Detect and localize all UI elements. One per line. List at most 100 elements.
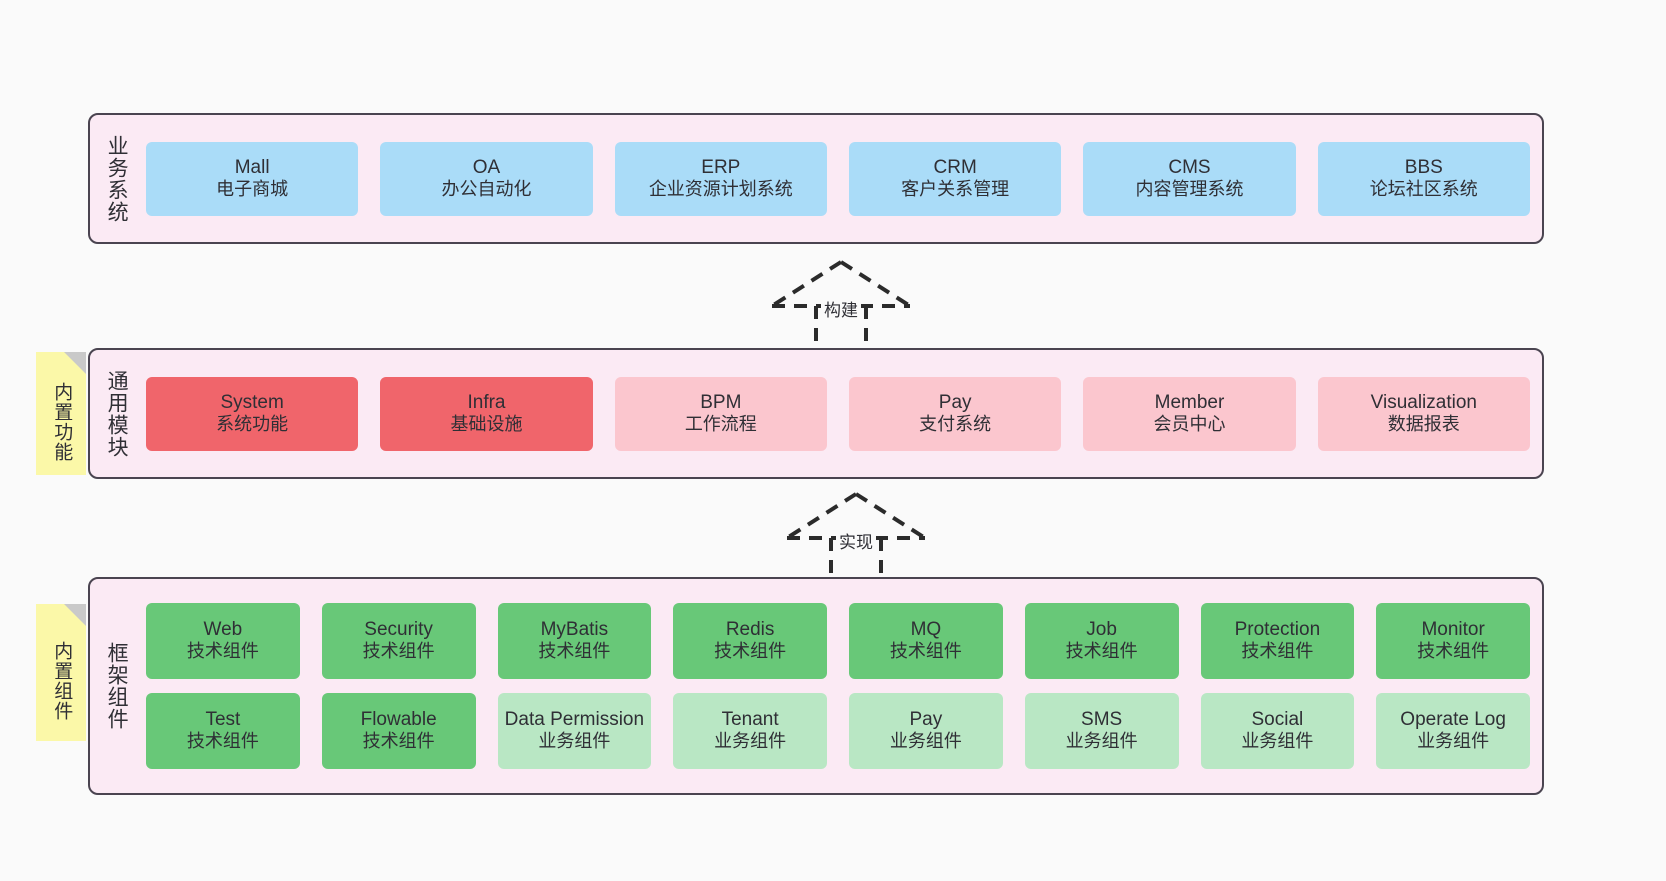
node-subtitle: 工作流程 [684,413,757,434]
node-subtitle: 系统功能 [216,413,289,434]
node-bbs[interactable]: BBS 论坛社区系统 [1317,141,1530,216]
node-subtitle: 基础设施 [450,413,523,434]
node-subtitle: 技术组件 [889,641,962,662]
node-member[interactable]: Member 会员中心 [1083,376,1296,451]
node-row: Mall 电子商城 OA 办公自动化 ERP 企业资源计划系统 CRM 客户关系… [146,141,1530,216]
node-subtitle: 业务组件 [1241,731,1314,752]
connector-implement: 实现 [771,490,941,584]
node-visualization[interactable]: Visualization 数据报表 [1317,376,1530,451]
node-title: BBS [1404,156,1443,178]
node-social[interactable]: Social 业务组件 [1200,693,1355,769]
connector-build: 构建 [756,258,926,352]
node-title: Operate Log [1400,709,1506,730]
node-title: Protection [1234,619,1321,640]
node-title: Tenant [721,709,779,730]
layer-title-common-modules: 通用模块 [105,369,129,458]
node-subtitle: 技术组件 [714,641,787,662]
node-title: Web [203,619,243,640]
node-subtitle: 数据报表 [1387,413,1460,434]
node-mybatis[interactable]: MyBatis 技术组件 [497,603,652,679]
layer-title-framework-components: 框架组件 [105,642,129,730]
layer-framework-components: 框架组件 Web 技术组件 Security 技术组件 MyBatis 技术组件… [88,577,1544,795]
node-row: Test 技术组件 Flowable 技术组件 Data Permission … [146,693,1530,769]
node-title: SMS [1081,709,1123,730]
node-tenant[interactable]: Tenant 业务组件 [673,693,827,769]
node-title: Test [205,709,241,730]
node-row: Web 技术组件 Security 技术组件 MyBatis 技术组件 Redi… [146,603,1530,679]
node-title: Security [364,619,433,640]
node-subtitle: 电子商城 [216,178,289,199]
node-title: Member [1154,391,1225,413]
node-subtitle: 论坛社区系统 [1369,178,1478,199]
node-subtitle: 企业资源计划系统 [648,178,793,199]
sticky-note-builtin-components: 内置组件 [36,604,86,741]
node-security[interactable]: Security 技术组件 [321,603,476,679]
layer-body-common-modules: System 系统功能 Infra 基础设施 BPM 工作流程 Pay 支付系统… [142,350,1542,477]
node-crm[interactable]: CRM 客户关系管理 [848,141,1062,216]
node-subtitle: 技术组件 [362,731,435,752]
node-subtitle: 技术组件 [1417,641,1490,662]
node-subtitle: 技术组件 [362,641,435,662]
node-oa[interactable]: OA 办公自动化 [380,141,593,216]
node-cms[interactable]: CMS 内容管理系统 [1083,141,1296,216]
node-subtitle: 业务组件 [889,731,962,752]
node-subtitle: 技术组件 [186,731,259,752]
node-data-permission[interactable]: Data Permission 业务组件 [497,693,652,769]
layer-body-business-systems: Mall 电子商城 OA 办公自动化 ERP 企业资源计划系统 CRM 客户关系… [142,115,1542,242]
node-subtitle: 技术组件 [538,641,611,662]
node-system[interactable]: System 系统功能 [146,376,359,451]
layer-common-modules: 通用模块 System 系统功能 Infra 基础设施 BPM 工作流程 Pay… [88,348,1544,479]
node-monitor[interactable]: Monitor 技术组件 [1376,603,1530,679]
node-title: Mall [234,156,270,178]
node-subtitle: 业务组件 [714,731,787,752]
node-title: MyBatis [540,619,609,640]
node-title: ERP [701,156,741,178]
connector-label: 实现 [836,528,876,553]
node-test[interactable]: Test 技术组件 [146,693,300,769]
node-subtitle: 支付系统 [919,413,992,434]
node-title: Job [1086,619,1117,640]
node-title: Infra [467,391,506,413]
node-subtitle: 技术组件 [186,641,259,662]
node-subtitle: 业务组件 [1417,731,1490,752]
layer-body-framework-components: Web 技术组件 Security 技术组件 MyBatis 技术组件 Redi… [142,579,1542,793]
node-subtitle: 技术组件 [1241,641,1314,662]
connector-label: 构建 [821,296,861,321]
node-web[interactable]: Web 技术组件 [146,603,300,679]
node-title: Visualization [1370,391,1477,413]
node-title: CRM [933,156,977,178]
node-flowable[interactable]: Flowable 技术组件 [321,693,476,769]
node-bpm[interactable]: BPM 工作流程 [614,376,827,451]
node-protection[interactable]: Protection 技术组件 [1200,603,1355,679]
node-title: Pay [938,391,972,413]
node-subtitle: 技术组件 [1065,641,1138,662]
node-title: Social [1251,709,1304,730]
node-operate-log[interactable]: Operate Log 业务组件 [1376,693,1530,769]
node-infra[interactable]: Infra 基础设施 [380,376,593,451]
node-title: Redis [725,619,775,640]
node-pay-component[interactable]: Pay 业务组件 [849,693,1003,769]
node-pay[interactable]: Pay 支付系统 [848,376,1062,451]
node-title: Data Permission [504,709,645,730]
node-subtitle: 客户关系管理 [901,178,1010,199]
node-subtitle: 业务组件 [1065,731,1138,752]
node-title: System [220,391,284,413]
layer-business-systems: 业务系统 Mall 电子商城 OA 办公自动化 ERP 企业资源计划系统 CRM… [88,113,1544,244]
node-job[interactable]: Job 技术组件 [1024,603,1179,679]
node-title: Monitor [1421,619,1485,640]
node-mq[interactable]: MQ 技术组件 [849,603,1003,679]
node-subtitle: 业务组件 [538,731,611,752]
node-title: BPM [700,391,742,413]
node-subtitle: 内容管理系统 [1135,178,1244,199]
node-mall[interactable]: Mall 电子商城 [146,141,359,216]
node-redis[interactable]: Redis 技术组件 [673,603,827,679]
node-title: Pay [909,709,943,730]
node-title: MQ [910,619,942,640]
node-subtitle: 会员中心 [1153,413,1226,434]
node-row: System 系统功能 Infra 基础设施 BPM 工作流程 Pay 支付系统… [146,376,1530,451]
node-erp[interactable]: ERP 企业资源计划系统 [614,141,827,216]
node-sms[interactable]: SMS 业务组件 [1024,693,1179,769]
node-title: CMS [1168,156,1211,178]
node-subtitle: 办公自动化 [441,178,532,199]
